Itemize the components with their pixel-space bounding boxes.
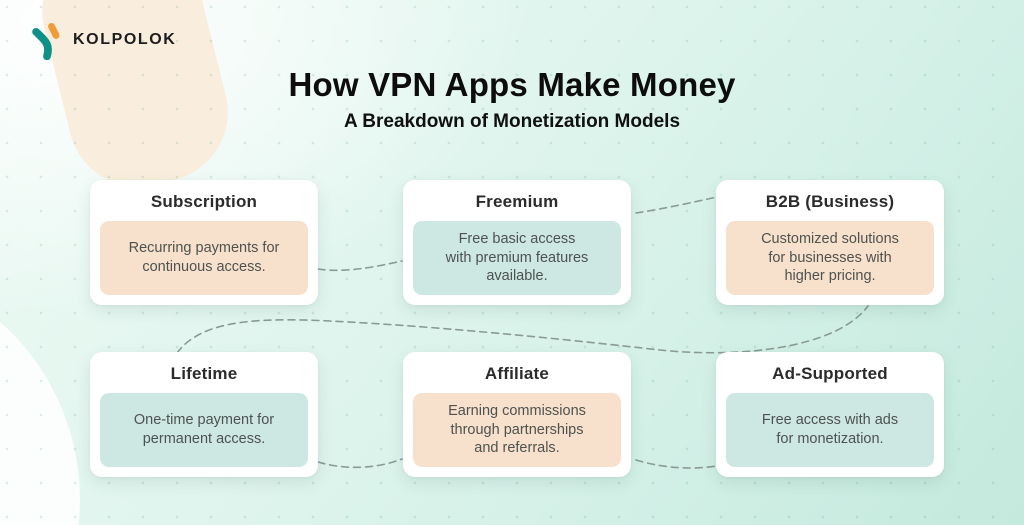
card-title: Affiliate [484, 364, 550, 383]
card-description: Free basic access with premium features … [413, 221, 621, 295]
card-lifetime: Lifetime One-time payment for permanent … [90, 352, 318, 477]
connector-affiliate-adsupported [635, 459, 717, 469]
page-subtitle: A Breakdown of Monetization Models [343, 111, 681, 132]
card-subscription: Subscription Recurring payments for cont… [90, 180, 318, 305]
page-title: How VPN Apps Make Money [288, 66, 736, 103]
card-title: Subscription [150, 192, 258, 211]
logo-mark-icon [32, 22, 60, 60]
cards-grid: Subscription Recurring payments for cont… [90, 180, 944, 477]
card-description: Earning commissions through partnerships… [413, 393, 621, 467]
card-description: One-time payment for permanent access. [100, 393, 308, 467]
card-title: Ad-Supported [772, 364, 888, 383]
card-adsupported: Ad-Supported Free access with ads for mo… [716, 352, 944, 477]
card-b2b: B2B (Business) Customized solutions for … [716, 180, 944, 305]
card-description: Recurring payments for continuous access… [100, 221, 308, 295]
brand-logo: KOLPOLOK [30, 20, 176, 60]
connector-freemium-b2b [635, 196, 718, 214]
card-freemium: Freemium Free basic access with premium … [403, 180, 631, 305]
card-title: B2B (Business) [765, 192, 895, 211]
connector-lifetime-b2b [176, 305, 869, 354]
page-header: How VPN Apps Make Money A Breakdown of M… [0, 66, 1024, 133]
card-description: Free access with ads for monetization. [726, 393, 934, 467]
card-affiliate: Affiliate Earning commissions through pa… [403, 352, 631, 477]
connector-subscription-freemium [317, 260, 403, 272]
card-title: Freemium [475, 192, 559, 211]
card-title: Lifetime [170, 364, 238, 383]
connector-lifetime-affiliate [317, 458, 403, 469]
brand-name: KOLPOLOK [73, 31, 177, 48]
card-description: Customized solutions for businesses with… [726, 221, 934, 295]
